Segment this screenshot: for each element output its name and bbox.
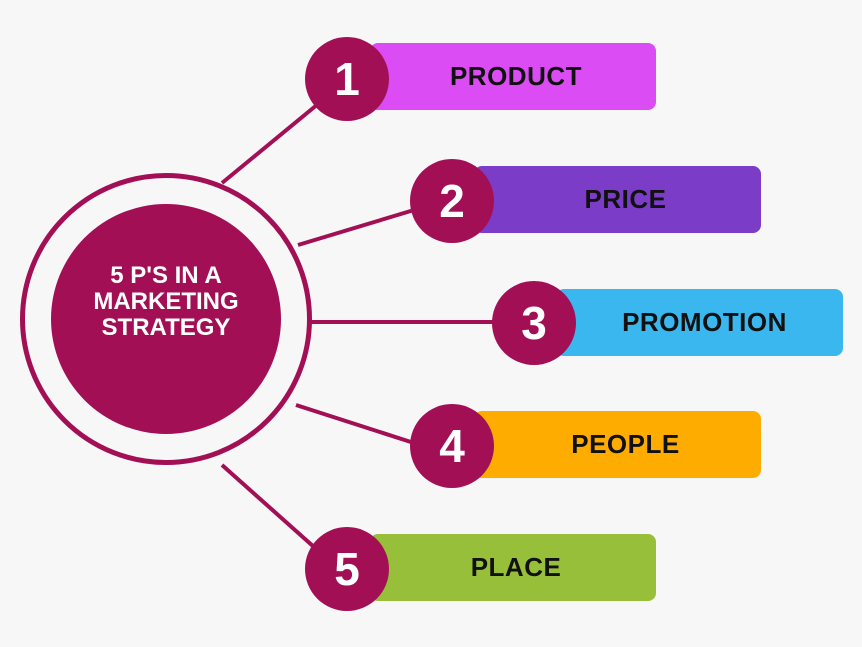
item-promotion-badge: 3 — [492, 281, 576, 365]
item-product-badge: 1 — [305, 37, 389, 121]
connector-4 — [295, 403, 415, 445]
item-people-bar: PEOPLE — [474, 411, 761, 478]
hub-title-line-1: 5 P'S IN A — [110, 262, 222, 289]
item-place-number: 5 — [334, 543, 360, 595]
item-place-label: PLACE — [470, 552, 562, 582]
item-promotion-number: 3 — [521, 297, 547, 349]
item-people-label: PEOPLE — [571, 429, 680, 459]
item-promotion-label: PROMOTION — [622, 307, 787, 337]
hub-circle: 5 P'S IN A MARKETING STRATEGY — [51, 204, 281, 434]
item-price-badge: 2 — [410, 159, 494, 243]
connector-2 — [297, 208, 415, 247]
item-product-label: PRODUCT — [449, 61, 583, 91]
item-people-number: 4 — [439, 420, 465, 472]
hub-title-line-3: STRATEGY — [101, 314, 231, 341]
item-price-bar: PRICE — [474, 166, 761, 233]
item-place-bar: PLACE — [370, 534, 656, 601]
item-product-bar: PRODUCT — [370, 43, 656, 110]
connector-5 — [220, 463, 316, 549]
hub-outer-ring — [20, 173, 312, 465]
item-people-badge: 4 — [410, 404, 494, 488]
item-product-number: 1 — [334, 53, 360, 105]
hub-title-line-2: MARKETING — [93, 288, 239, 315]
connector-1 — [220, 102, 320, 185]
item-price-number: 2 — [439, 175, 465, 227]
item-price-label: PRICE — [584, 184, 667, 214]
item-promotion-bar: PROMOTION — [556, 289, 843, 356]
hub-title: 5 P'S IN A MARKETING STRATEGY — [76, 263, 256, 341]
item-place-badge: 5 — [305, 527, 389, 611]
